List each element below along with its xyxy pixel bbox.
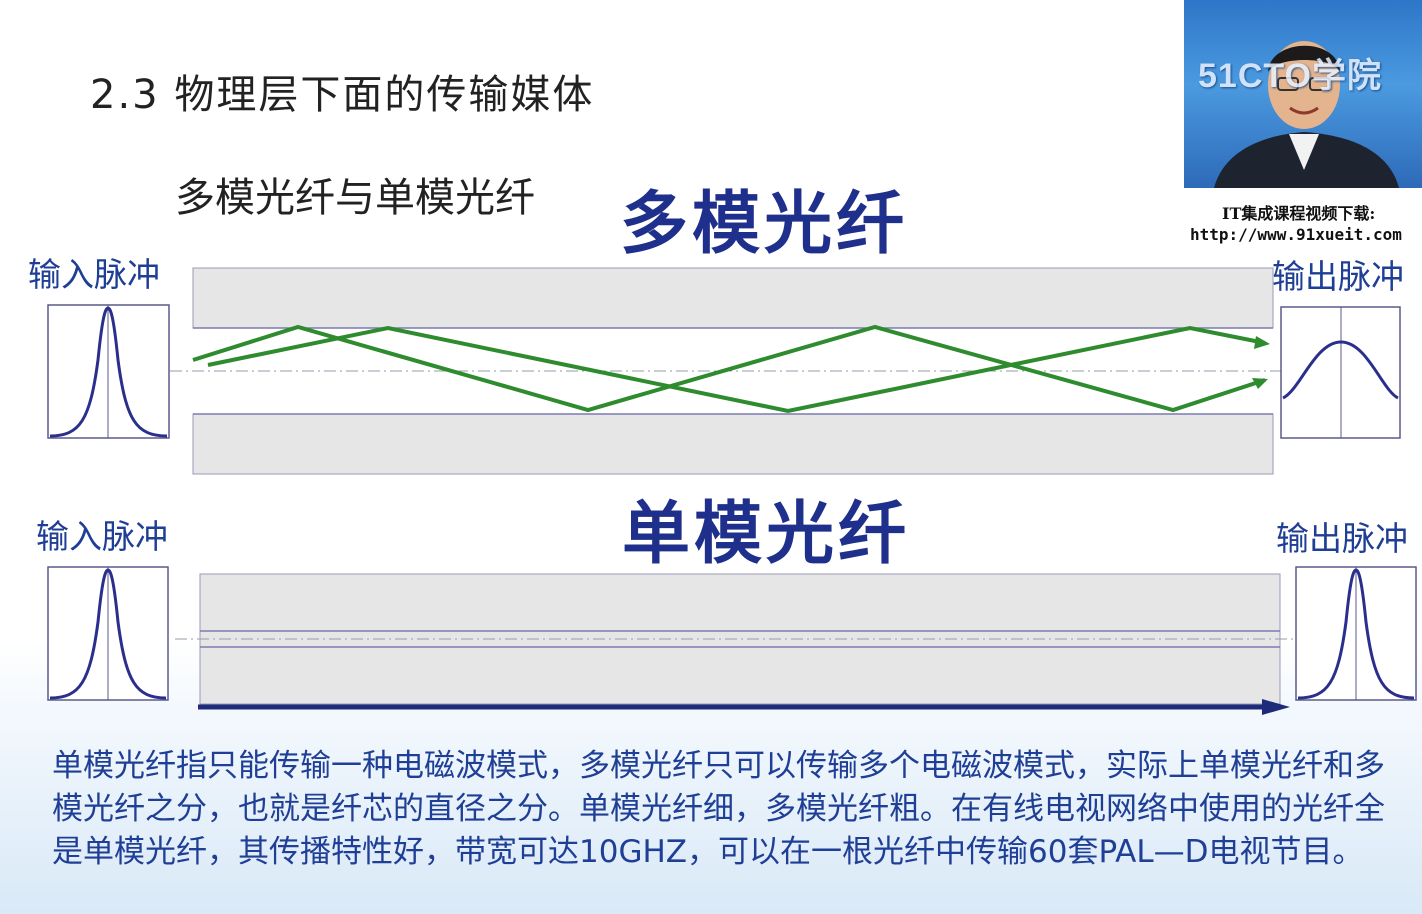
slide-subtitle: 多模光纤与单模光纤: [175, 175, 535, 221]
singlemode-input-label: 输入脉冲: [36, 517, 168, 556]
multimode-ray-1: [192, 324, 1266, 413]
lecturer-video-overlay: 51CTO学院: [1184, 0, 1422, 188]
multimode-cladding-top: [192, 267, 1274, 329]
download-caption: IT集成课程视频下载:: [1222, 204, 1376, 223]
multimode-output-label: 输出脉冲: [1272, 257, 1404, 296]
multimode-output-pulse: [1280, 306, 1401, 439]
slide-title: 2.3 物理层下面的传输媒体: [90, 72, 595, 118]
singlemode-fiber: [175, 573, 1300, 715]
lecturer-avatar: [1214, 41, 1399, 188]
platform-logo: 51CTO学院: [1198, 57, 1382, 95]
multimode-ray-2: [207, 325, 1266, 414]
singlemode-output-label: 输出脉冲: [1276, 519, 1408, 558]
multimode-cladding-bottom: [192, 413, 1274, 475]
singlemode-output-pulse: [1295, 566, 1417, 701]
download-url: http://www.91xueit.com: [1190, 225, 1402, 244]
singlemode-input-pulse: [47, 566, 169, 701]
multimode-input-label: 输入脉冲: [28, 255, 160, 294]
multimode-heading: 多模光纤: [620, 185, 909, 264]
singlemode-heading: 单模光纤: [622, 495, 911, 574]
body-paragraph: 单模光纤指只能传输一种电磁波模式，多模光纤只可以传输多个电磁波模式，实际上单模光…: [52, 748, 1385, 870]
multimode-fiber: [170, 267, 1290, 475]
multimode-input-pulse: [47, 304, 170, 439]
